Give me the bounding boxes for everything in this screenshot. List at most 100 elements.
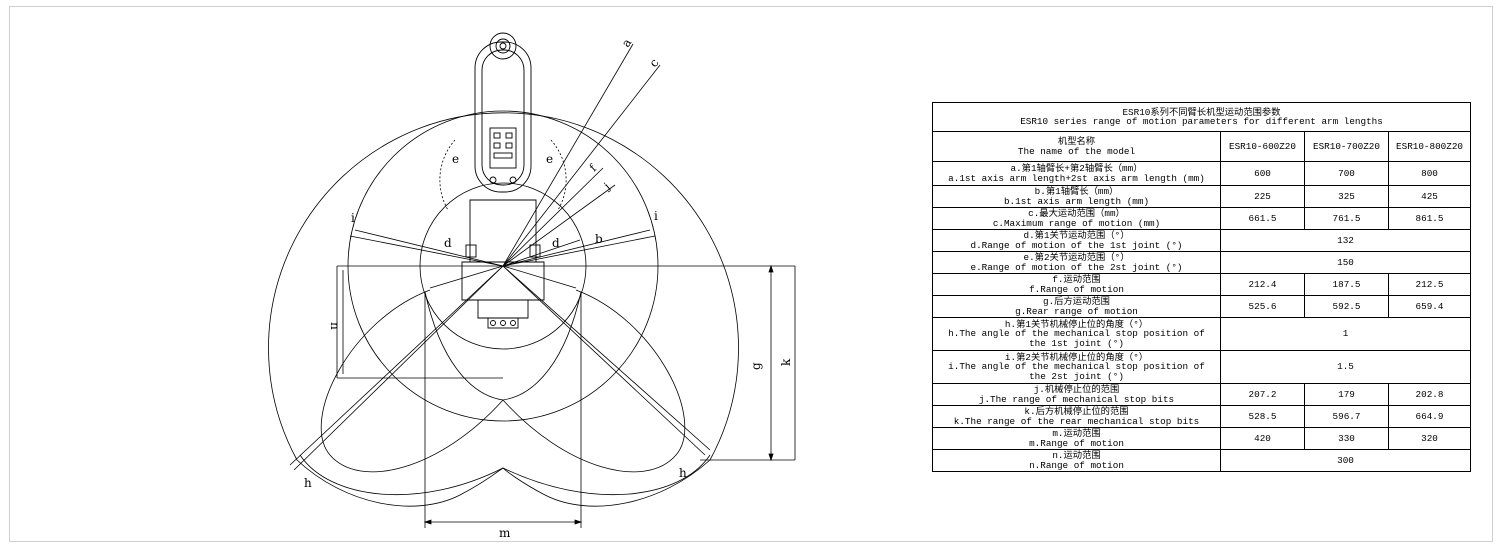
row-description: a.第1轴臂长+第2轴臂长（mm）a.1st axis arm length+2…	[932, 161, 1221, 186]
row-value: 187.5	[1304, 273, 1389, 296]
robot-motion-range-drawing: a c f j b e e d d i i h h n g k m	[268, 32, 796, 540]
model-name-cn: 机型名称	[1057, 136, 1096, 147]
row-value: 659.4	[1387, 295, 1472, 318]
row-description-en: k.The range of the rear mechanical stop …	[953, 415, 1200, 427]
table-title: ESR10系列不同臂长机型运动范围参数 ESR10 series range o…	[931, 102, 1472, 132]
e-arc-right	[550, 139, 567, 211]
row-description-en: the 2st joint (°)	[1029, 370, 1124, 382]
drawing-frame	[9, 6, 1493, 542]
row-description-en: a.1st axis arm length+2st axis arm lengt…	[948, 172, 1205, 184]
left-lower-lobe	[320, 289, 504, 473]
right-lower-lobe	[502, 289, 686, 473]
row-description-en: c.Maximum range of motion (mm)	[992, 217, 1161, 229]
row-description: c.最大运动范围（mm）c.Maximum range of motion (m…	[932, 207, 1221, 230]
table-title-cn: ESR10系列不同臂长机型运动范围参数	[1122, 106, 1281, 118]
table-row: a.第1轴臂长+第2轴臂长（mm）a.1st axis arm length+2…	[932, 161, 1472, 186]
table-title-en: ESR10 series range of motion parameters …	[1020, 116, 1383, 127]
label-h-left: h	[304, 476, 312, 490]
row-value: 207.2	[1220, 383, 1305, 406]
row-value: 861.5	[1387, 207, 1472, 230]
radial-dimension-lines	[289, 43, 711, 471]
row-description-cn: j.机械停止位的范围	[1033, 384, 1120, 395]
row-description: e.第2关节运动范围（°）e.Range of motion of the 2s…	[932, 251, 1221, 274]
model-header: ESR10-600Z20	[1220, 131, 1305, 162]
row-value: 761.5	[1304, 207, 1389, 230]
row-description-cn: a.第1轴臂长+第2轴臂长（mm）	[1010, 163, 1143, 174]
row-description: b.第1轴臂长（mm）b.1st axis arm length (mm)	[932, 185, 1221, 208]
row-description-en: n.Range of motion	[1029, 459, 1124, 471]
label-a: a	[619, 36, 635, 49]
row-value: 592.5	[1304, 295, 1389, 318]
row-value: 700	[1304, 161, 1389, 186]
table-row: c.最大运动范围（mm）c.Maximum range of motion (m…	[932, 207, 1472, 230]
row-description-cn: b.第1轴臂长（mm）	[1034, 186, 1119, 197]
label-g: g	[749, 362, 763, 370]
row-value-shared: 132	[1219, 229, 1472, 252]
row-description-en: h.The angle of the mechanical stop posit…	[948, 328, 1205, 340]
left-outer-lobe	[299, 454, 504, 496]
row-value: 179	[1304, 383, 1389, 406]
row-value: 661.5	[1220, 207, 1305, 230]
row-description-cn: e.第2关节运动范围（°）	[1023, 252, 1130, 263]
row-description-cn: g.后方运动范围	[1043, 296, 1110, 307]
row-value: 525.6	[1220, 295, 1305, 318]
label-b: b	[595, 232, 603, 246]
row-value: 212.4	[1220, 273, 1305, 296]
row-description-en: the 1st joint (°)	[1029, 337, 1124, 349]
label-e-right: e	[546, 152, 553, 166]
table-row: e.第2关节运动范围（°）e.Range of motion of the 2s…	[932, 251, 1472, 274]
row-value: 800	[1387, 161, 1472, 186]
model-name-en: The name of the model	[1017, 145, 1136, 157]
row-value-shared: 1.5	[1219, 350, 1472, 384]
row-value: 528.5	[1220, 405, 1305, 428]
model-name-header: 机型名称 The name of the model	[932, 131, 1221, 162]
row-value: 202.8	[1387, 383, 1472, 406]
row-value: 212.5	[1387, 273, 1472, 296]
row-value: 325	[1304, 185, 1389, 208]
row-description-cn: i.第2关节机械停止位的角度（°）	[1004, 351, 1149, 363]
row-description-cn: f.运动范围	[1052, 274, 1101, 285]
row-description-cn: h.第1关节机械停止位的角度（°）	[1004, 318, 1149, 330]
row-description-en: m.Range of motion	[1029, 437, 1124, 449]
right-outer-lobe	[502, 454, 711, 496]
row-description-cn: d.第1关节运动范围（°）	[1023, 230, 1130, 241]
row-description: i.第2关节机械停止位的角度（°）i.The angle of the mech…	[932, 350, 1221, 384]
row-value: 420	[1220, 427, 1305, 450]
table-row: b.第1轴臂长（mm）b.1st axis arm length (mm)225…	[932, 185, 1472, 208]
robot-arm	[461, 32, 545, 329]
dimension-frame	[336, 264, 796, 528]
row-value-shared: 150	[1219, 251, 1472, 274]
row-description: h.第1关节机械停止位的角度（°）h.The angle of the mech…	[932, 317, 1221, 351]
model-header: ESR10-800Z20	[1387, 131, 1472, 162]
e-arc-left	[439, 139, 456, 211]
row-value: 596.7	[1304, 405, 1389, 428]
row-description-cn: n.运动范围	[1052, 450, 1101, 461]
row-description-cn: k.后方机械停止位的范围	[1024, 406, 1129, 417]
label-n: n	[328, 322, 342, 330]
outer-reach-envelope	[268, 112, 739, 507]
table-row: i.第2关节机械停止位的角度（°）i.The angle of the mech…	[932, 350, 1472, 384]
label-f: f	[587, 161, 600, 174]
row-description-en: f.Range of motion	[1029, 283, 1124, 295]
row-description-en: i.The angle of the mechanical stop posit…	[948, 361, 1205, 373]
model-header: ESR10-700Z20	[1304, 131, 1389, 162]
row-value-shared: 300	[1219, 449, 1472, 472]
label-i-left: i	[351, 211, 355, 225]
row-description-cn: m.运动范围	[1052, 428, 1101, 439]
label-c: c	[646, 56, 661, 70]
label-e-left: e	[452, 152, 459, 166]
label-d-right: d	[552, 236, 560, 250]
table-row: h.第1关节机械停止位的角度（°）h.The angle of the mech…	[932, 317, 1472, 351]
label-m: m	[499, 526, 511, 540]
row-description-cn: c.最大运动范围（mm）	[1028, 208, 1125, 219]
